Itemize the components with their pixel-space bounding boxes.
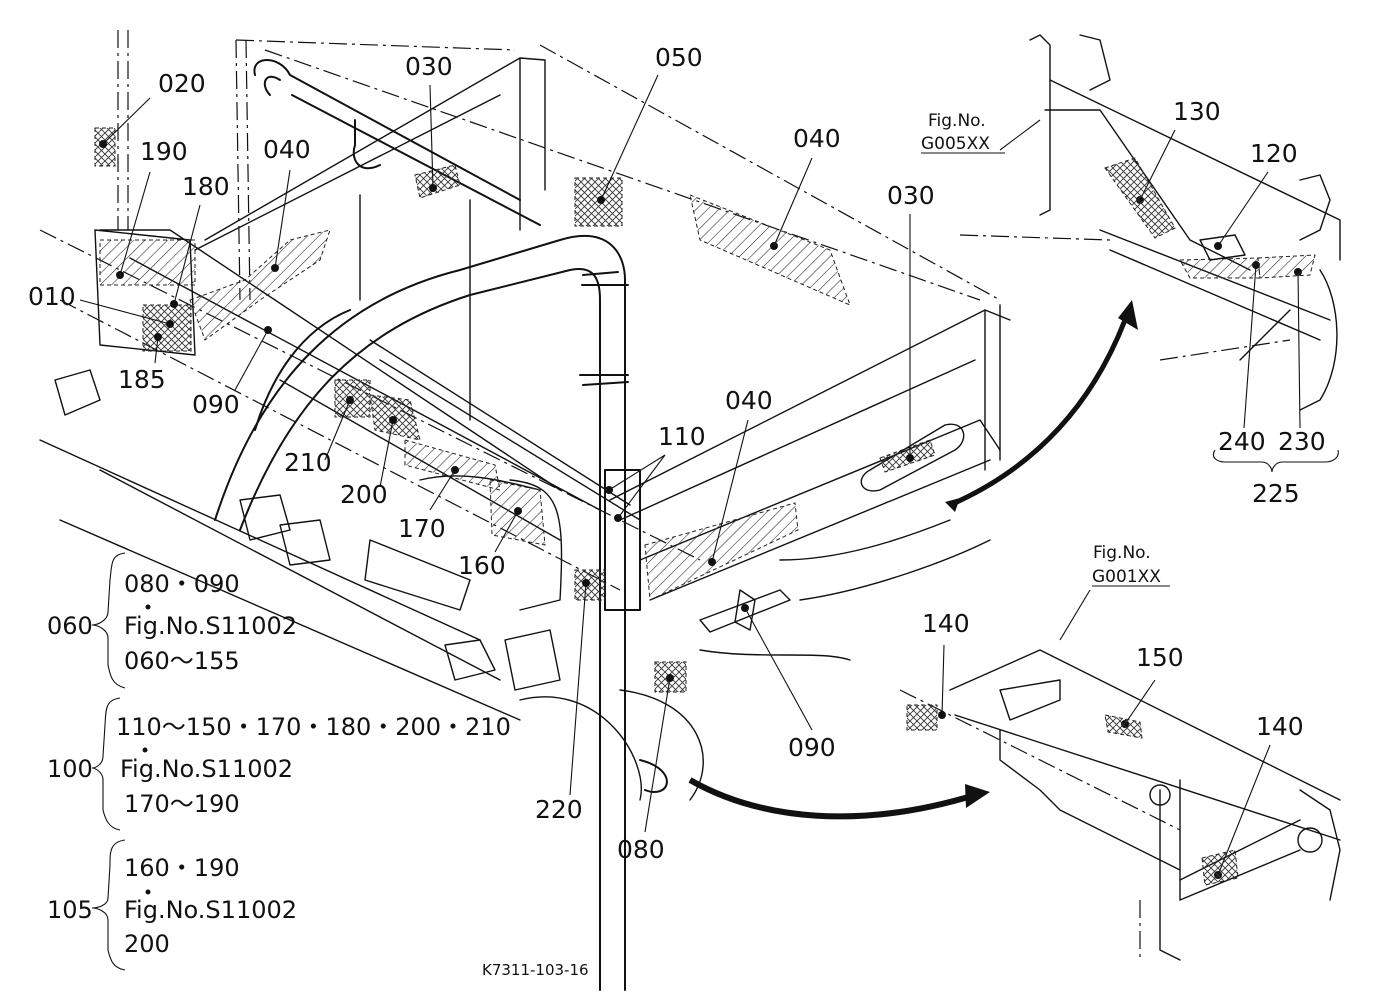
callout-label: 110 bbox=[658, 422, 706, 451]
group-line: 160・190 bbox=[124, 854, 240, 882]
callout-label: 200 bbox=[340, 480, 388, 509]
callout-label: 220 bbox=[535, 795, 583, 824]
view-arrows bbox=[688, 300, 1138, 820]
callout-label: 040 bbox=[263, 135, 311, 164]
figure-ref-label: Fig.No. bbox=[1093, 543, 1151, 563]
group-line: 170～190 bbox=[124, 790, 240, 818]
callout-label: 040 bbox=[793, 124, 841, 153]
figure-ref-number: G001XX bbox=[1092, 567, 1161, 587]
callout-label: 030 bbox=[405, 52, 453, 81]
callout-label: 030 bbox=[887, 181, 935, 210]
callout-label: 140 bbox=[922, 609, 970, 638]
callout-label: 190 bbox=[140, 137, 188, 166]
callout-label: 240 bbox=[1218, 427, 1266, 456]
callout-label: 090 bbox=[788, 733, 836, 762]
group-line: 200 bbox=[124, 930, 170, 958]
drawing-number: K7311-103-16 bbox=[482, 961, 589, 979]
callout-label: 020 bbox=[158, 69, 206, 98]
callout-label: 150 bbox=[1136, 643, 1184, 672]
group-line: Fig.No.S11002 bbox=[124, 612, 297, 640]
callout-label: 210 bbox=[284, 448, 332, 477]
group-line: 060～155 bbox=[124, 647, 240, 675]
subview-front-bracket bbox=[959, 34, 1341, 411]
figure-ref-label: Fig.No. bbox=[928, 111, 986, 131]
callout-label: 140 bbox=[1256, 712, 1304, 741]
group-line: 080・090 bbox=[124, 570, 240, 598]
group-number: 060 bbox=[47, 612, 93, 640]
callout-label: 010 bbox=[28, 282, 76, 311]
assembly-groups: 060 080・090 Fig.No.S11002 060～155 100 11… bbox=[47, 570, 511, 958]
callout-label: 090 bbox=[192, 390, 240, 419]
callout-label: 160 bbox=[458, 551, 506, 580]
decals bbox=[94, 127, 936, 693]
callout-label: 050 bbox=[655, 43, 703, 72]
callout-label: 080 bbox=[617, 835, 665, 864]
callout-label: 230 bbox=[1278, 427, 1326, 456]
group-number: 100 bbox=[47, 755, 93, 783]
group-brackets bbox=[91, 552, 151, 971]
group-line: 110～150・170・180・200・210 bbox=[116, 713, 511, 741]
group-number: 105 bbox=[47, 896, 93, 924]
callout-label: 040 bbox=[725, 386, 773, 415]
group-line: Fig.No.S11002 bbox=[120, 755, 293, 783]
callout-label: 185 bbox=[118, 365, 166, 394]
figure-ref-number: G005XX bbox=[921, 134, 990, 154]
callout-labels: 020 190 180 040 030 050 040 030 010 185 … bbox=[28, 43, 1326, 864]
callout-label: 120 bbox=[1250, 139, 1298, 168]
callout-label: 180 bbox=[182, 172, 230, 201]
leader-lines bbox=[79, 74, 1339, 876]
callout-label: 170 bbox=[398, 514, 446, 543]
rops-roll-bar bbox=[214, 59, 668, 991]
group-line: Fig.No.S11002 bbox=[124, 896, 297, 924]
subview-rear-frame bbox=[899, 649, 1341, 961]
figure-references: Fig.No. G005XX Fig.No. G001XX bbox=[921, 111, 1170, 587]
callout-label: 225 bbox=[1252, 479, 1300, 508]
callout-label: 130 bbox=[1173, 97, 1221, 126]
